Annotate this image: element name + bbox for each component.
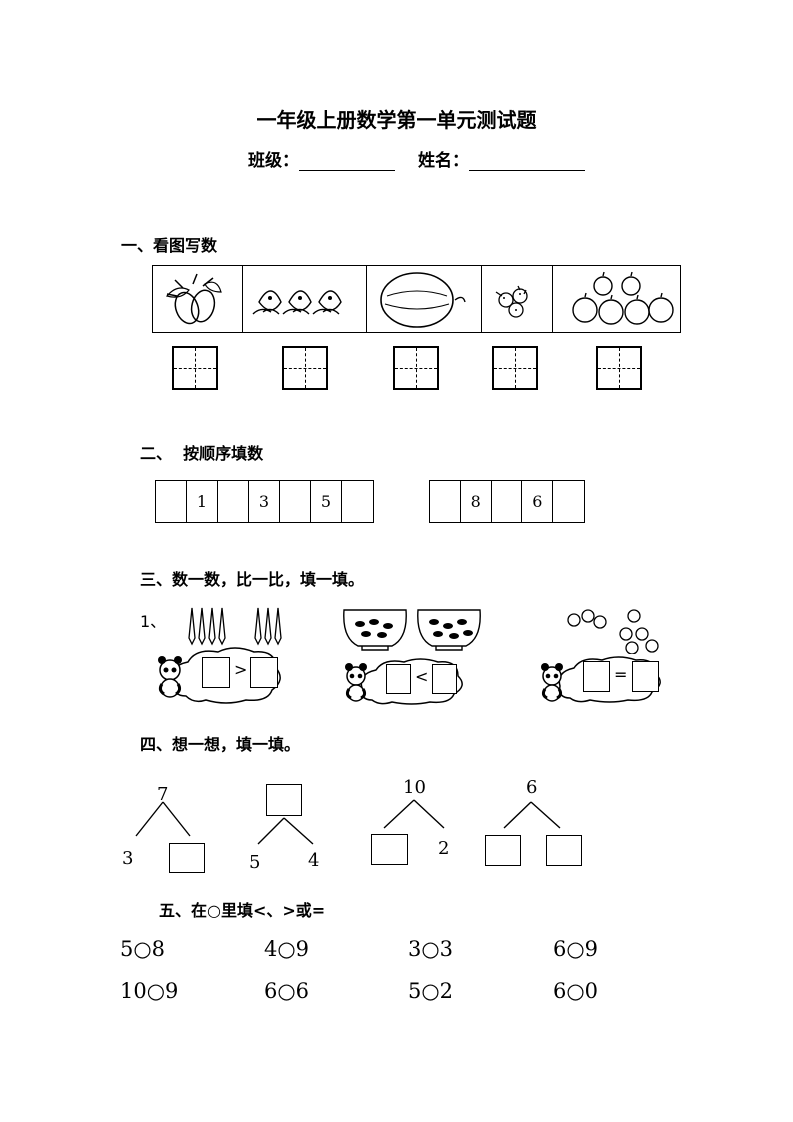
apple-icon: [572, 271, 674, 325]
seq1-cell: 1: [187, 481, 218, 522]
compare-sign-3: =: [614, 665, 628, 684]
picture-row: [152, 265, 681, 333]
tree2-top-box[interactable]: [266, 784, 302, 816]
seq2-cell[interactable]: [430, 481, 461, 522]
page-title: 一年级上册数学第一单元测试题: [256, 108, 537, 132]
name-blank[interactable]: [469, 152, 585, 171]
write-box-4[interactable]: [492, 346, 538, 390]
class-blank[interactable]: [299, 152, 395, 171]
tree4-left-box[interactable]: [485, 835, 521, 866]
watermelon-icon: [379, 272, 466, 328]
name-label: 姓名：: [418, 151, 469, 171]
fishbowl-icon: [343, 609, 481, 651]
picture-cell-apples: [553, 266, 680, 332]
seq1-cell: 5: [311, 481, 342, 522]
compare-item[interactable]: 6○6: [264, 979, 310, 1003]
orange-icon: [567, 609, 659, 654]
write-box-1[interactable]: [172, 346, 218, 390]
section1-heading: 一、看图写数: [121, 236, 218, 255]
strawberry-icon: [496, 285, 529, 318]
tree1-left: 3: [122, 848, 134, 869]
answer-box-left-3[interactable]: [583, 661, 610, 692]
seq1-cell[interactable]: [156, 481, 187, 522]
compare-item[interactable]: 10○9: [120, 979, 179, 1003]
seq2-cell: 6: [522, 481, 554, 522]
picture-cell-watermelon: [367, 266, 483, 332]
tree3-top: 10: [403, 777, 426, 798]
tree4-top: 6: [526, 777, 538, 798]
section3-heading: 三、数一数，比一比，填一填。: [140, 570, 365, 589]
answer-box-right-3[interactable]: [632, 661, 659, 692]
compare-item[interactable]: 5○8: [120, 937, 166, 961]
tree2-right: 4: [308, 850, 320, 871]
sequence-row-1: 1 3 5: [155, 480, 374, 523]
compare-sign-1: >: [234, 660, 248, 679]
panda-icon: [158, 656, 182, 698]
picture-cell-mangos: [153, 266, 243, 332]
seq1-cell: 3: [249, 481, 280, 522]
section2-heading: 二、 按顺序填数: [140, 444, 264, 463]
seq1-cell[interactable]: [342, 481, 373, 522]
seq2-cell[interactable]: [492, 481, 523, 522]
cloud-compare-2: [345, 658, 463, 705]
answer-box-right-2[interactable]: [432, 664, 457, 694]
tree1-right-box[interactable]: [169, 843, 205, 873]
number-bond-lines: [135, 799, 561, 845]
pencil-icon: [188, 607, 282, 646]
seq2-cell[interactable]: [553, 481, 584, 522]
tree3-right: 2: [438, 838, 450, 859]
section4-heading: 四、想一想，填一填。: [140, 735, 301, 754]
write-box-2[interactable]: [282, 346, 328, 390]
compare-item[interactable]: 6○9: [553, 937, 599, 961]
picture-cell-strawberries: [482, 266, 554, 332]
compare-sign-2: <: [415, 667, 429, 686]
write-box-3[interactable]: [393, 346, 439, 390]
class-label: 班级：: [248, 151, 299, 171]
answer-box-left-2[interactable]: [386, 664, 411, 694]
seq1-cell[interactable]: [218, 481, 249, 522]
write-box-5[interactable]: [596, 346, 642, 390]
tree1-top: 7: [157, 784, 169, 805]
cloud-compare-1: [158, 647, 281, 704]
panda-icon: [541, 663, 563, 702]
mango-icon: [165, 273, 222, 325]
peach-icon: [252, 290, 342, 315]
seq1-cell[interactable]: [280, 481, 311, 522]
compare-item[interactable]: 6○0: [553, 979, 599, 1003]
picture-cell-peaches: [243, 266, 367, 332]
compare-item[interactable]: 3○3: [408, 937, 454, 961]
name-field: 姓名：: [418, 146, 585, 171]
tree4-right-box[interactable]: [546, 835, 582, 866]
item-label: 1、: [140, 612, 167, 631]
answer-box-right-1[interactable]: [250, 657, 278, 688]
tree2-left: 5: [249, 852, 261, 873]
answer-box-left-1[interactable]: [202, 657, 230, 688]
panda-icon: [345, 663, 367, 702]
tree3-left-box[interactable]: [371, 834, 408, 865]
class-field: 班级：: [248, 146, 395, 171]
compare-item[interactable]: 5○2: [408, 979, 454, 1003]
sequence-row-2: 8 6: [429, 480, 585, 523]
cloud-compare-3: [541, 656, 661, 703]
compare-item[interactable]: 4○9: [264, 937, 310, 961]
seq2-cell: 8: [461, 481, 492, 522]
section5-heading: 五、在○里填<、>或=: [159, 901, 326, 920]
